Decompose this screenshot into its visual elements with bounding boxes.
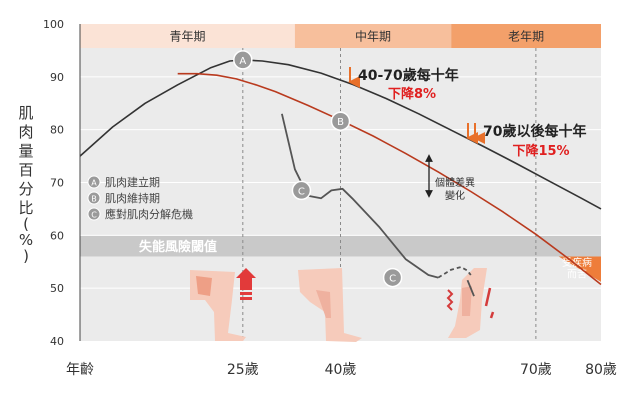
legend-badge-c	[87, 207, 101, 221]
threshold-band	[80, 235, 601, 257]
annotation-variation-line1: 個體差異	[435, 176, 475, 189]
legend-item-b: B 肌肉維持期	[87, 191, 160, 205]
young-legs-illustration	[190, 268, 256, 341]
series-line-0	[79, 59, 602, 210]
phase-band-2	[451, 24, 601, 48]
x-tick-label-1: 25歲	[227, 362, 259, 378]
annotation-after-70-line1: 70歲以後每十年	[483, 123, 586, 140]
marker-label-1: B	[337, 117, 344, 128]
y-tick-label-5: 90	[50, 71, 64, 84]
legend-badge-a	[87, 175, 101, 189]
legend-badge-b	[87, 191, 101, 205]
annotation-40-70-line1: 40-70歲每十年	[358, 67, 459, 84]
marker-label-3: C	[389, 274, 396, 285]
marker-c-3	[382, 267, 403, 288]
legend-badge-c-letter: C	[91, 211, 97, 220]
x-tick-label-3: 70歲	[520, 362, 552, 378]
phase-label-1: 中年期	[355, 29, 391, 44]
legend-item-a: A 肌肉建立期	[87, 175, 160, 189]
y-tick-label-3: 70	[50, 177, 64, 190]
x-tick-label-4: 80歲	[585, 362, 617, 378]
legend-label-c: 應對肌肉分解危機	[105, 207, 193, 221]
legend-label-b: 肌肉維持期	[105, 191, 160, 205]
series-line-4	[466, 279, 475, 297]
annotation-after-70: 70歲以後每十年 下降15%	[466, 123, 586, 159]
marker-label-2: C	[298, 186, 305, 197]
series-line-3	[437, 266, 472, 279]
annotation-individual-variation: 個體差異 變化	[425, 154, 475, 202]
disability-zone-label-2: 而苦	[567, 268, 587, 281]
series-line-1	[177, 72, 602, 286]
up-arrow-icon	[236, 268, 256, 290]
marker-b-1	[330, 111, 351, 131]
y-axis-label: 肌肉量百分比(%)	[18, 104, 33, 265]
y-tick-label-0: 40	[50, 335, 64, 348]
phase-band-0	[80, 24, 295, 48]
disability-zone	[558, 256, 601, 282]
legend-item-c: C 應對肌肉分解危機	[87, 207, 193, 221]
phase-label-0: 青年期	[169, 30, 205, 44]
middle-age-legs-illustration	[298, 268, 362, 342]
threshold-label: 失能風險閾值	[139, 239, 217, 255]
annotation-40-70-line2: 下降8%	[388, 86, 436, 102]
marker-c-2	[291, 180, 312, 201]
annotation-40-70: 40-70歲每十年 下降8%	[348, 67, 459, 102]
y-tick-label-4: 80	[50, 124, 64, 137]
marker-a-0	[233, 50, 253, 70]
phase-band-1	[294, 24, 452, 48]
annotation-after-70-line2: 下降15%	[512, 143, 569, 159]
legend-badge-a-letter: A	[91, 179, 97, 188]
elderly-legs-illustration	[446, 268, 495, 338]
marker-label-0: A	[239, 56, 246, 67]
annotation-variation-line2: 變化	[445, 189, 465, 202]
x-tick-label-0: 年齡	[66, 362, 94, 378]
y-tick-label-6: 100	[43, 18, 64, 31]
legend-badge-b-letter: B	[91, 195, 97, 204]
x-tick-label-2: 40歲	[325, 362, 357, 378]
legend-label-a: 肌肉建立期	[105, 175, 160, 189]
phase-label-2: 老年期	[508, 30, 544, 44]
y-tick-label-2: 60	[50, 229, 64, 242]
legend: A 肌肉建立期 B 肌肉維持期 C 應對肌肉分解危機	[87, 175, 193, 221]
y-tick-label-1: 50	[50, 282, 64, 295]
